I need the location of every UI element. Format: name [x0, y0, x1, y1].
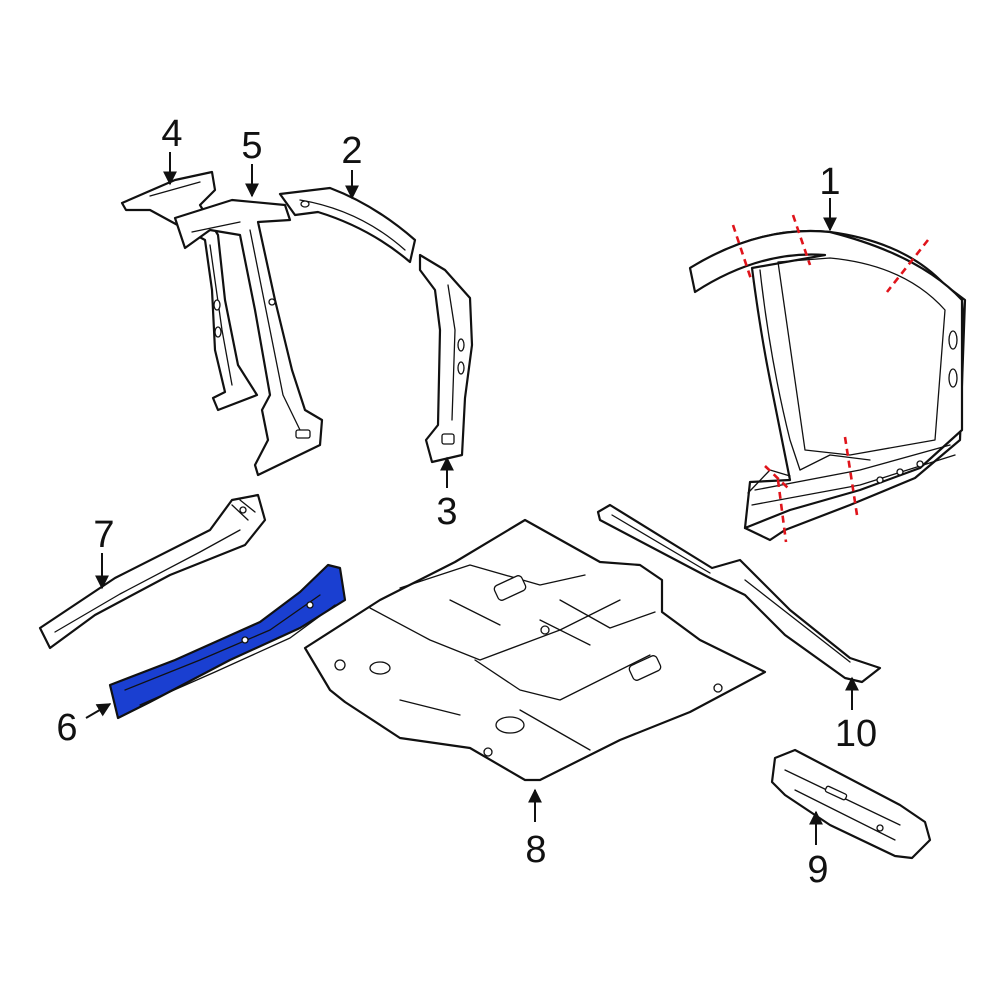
- callout-3[interactable]: 3: [436, 491, 457, 533]
- callout-6[interactable]: 6: [56, 707, 77, 749]
- part-8-floor-pan[interactable]: [303, 518, 767, 782]
- leader-6: [85, 703, 112, 719]
- part-2-roof-rail[interactable]: [278, 186, 417, 264]
- callout-4[interactable]: 4: [161, 113, 182, 155]
- cut-line: [843, 436, 859, 516]
- callout-1[interactable]: 1: [819, 161, 840, 203]
- callout-8[interactable]: 8: [525, 829, 546, 871]
- leader-arrows: [85, 152, 859, 845]
- part-7-inner-rocker[interactable]: [38, 493, 267, 650]
- part-1-body-side-frame[interactable]: [688, 214, 967, 543]
- part-3-lock-pillar[interactable]: [418, 253, 474, 464]
- callout-labels: 1 2 3 4 5 6 7 8 9 10: [56, 113, 877, 891]
- cut-line: [791, 214, 812, 266]
- part-6-rocker-reinforcement[interactable]: [108, 563, 347, 720]
- callout-9[interactable]: 9: [807, 849, 828, 891]
- callout-10[interactable]: 10: [835, 713, 877, 755]
- cut-line: [764, 465, 791, 491]
- cut-line: [731, 224, 754, 283]
- part-10-front-crossmember[interactable]: [596, 503, 882, 684]
- callout-7[interactable]: 7: [93, 514, 114, 556]
- part-5-center-pillar[interactable]: [173, 198, 324, 477]
- callout-2[interactable]: 2: [341, 130, 362, 172]
- part-9-rear-crossmember[interactable]: [770, 748, 932, 860]
- callout-5[interactable]: 5: [241, 125, 262, 167]
- cut-line: [776, 479, 788, 543]
